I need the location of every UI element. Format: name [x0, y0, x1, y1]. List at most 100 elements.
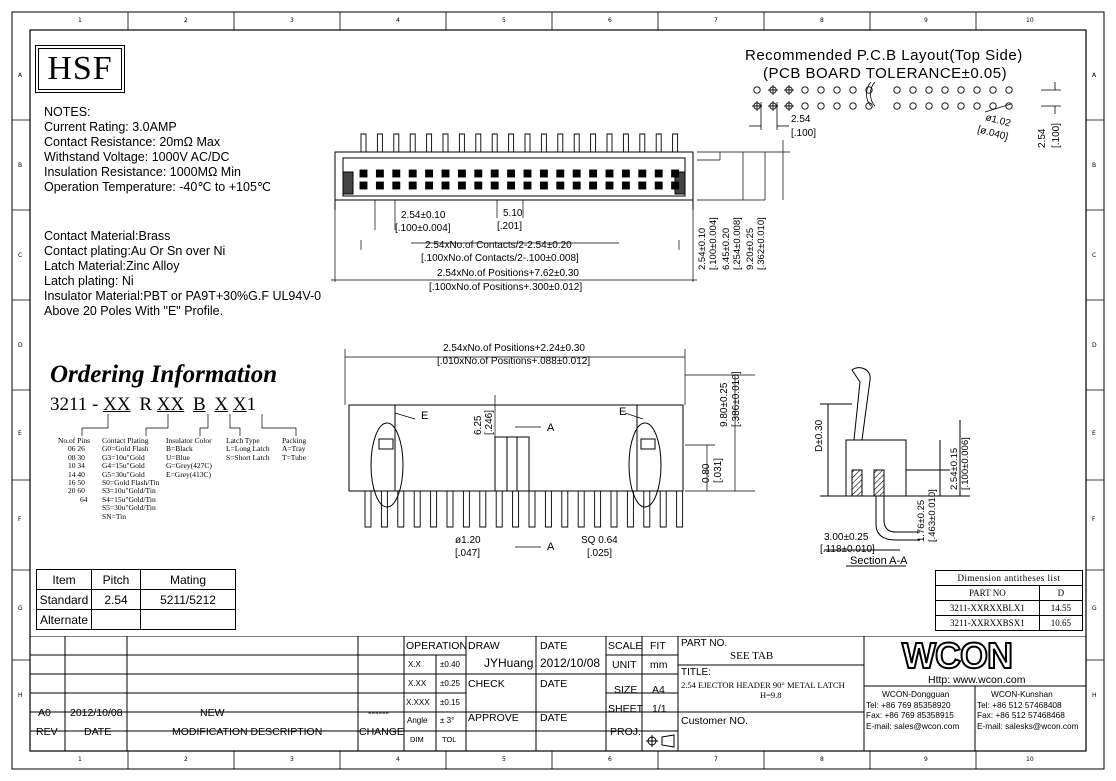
- ruler-label: B: [18, 162, 23, 169]
- contact-line: WCON-Kunshan: [991, 689, 1053, 699]
- dimension-label: [.201]: [497, 221, 522, 232]
- ruler-label: 1: [78, 17, 82, 24]
- contact-square: [671, 181, 680, 190]
- pin-leg: [512, 491, 520, 528]
- dimension-label: 9.80±0.25: [719, 382, 730, 427]
- contact-line: Tel: +86 512 57468408: [977, 699, 1062, 710]
- packing-column: Packing A=Tray T=Tube: [282, 436, 306, 462]
- contact-square: [589, 169, 598, 178]
- ruler-label: 7: [714, 756, 718, 763]
- table-header: Pitch: [91, 569, 141, 590]
- dimension-label: 5.10: [503, 208, 523, 219]
- dimension-label: 2.54±0.10: [401, 210, 446, 221]
- pin-leg: [479, 491, 487, 528]
- pin-tail: [458, 133, 465, 152]
- date-value: 2012/10/08: [540, 656, 601, 670]
- contact-square: [572, 169, 581, 178]
- code-part: B: [192, 394, 206, 415]
- pin-tail: [475, 133, 482, 152]
- ruler-label: G: [1092, 605, 1097, 612]
- pin-tail: [409, 133, 416, 152]
- callout-label: E: [619, 406, 626, 418]
- contact-square: [408, 181, 417, 190]
- option: 08 30: [68, 452, 85, 462]
- contact-square: [408, 169, 417, 178]
- contact-square: [457, 169, 466, 178]
- contact-square: [605, 181, 614, 190]
- contact-square: [523, 181, 532, 190]
- ruler-label: A: [18, 72, 23, 79]
- contact-square: [539, 169, 548, 178]
- ruler-label: F: [1092, 516, 1096, 523]
- proj-label: PROJ.: [610, 726, 641, 738]
- rev-header: CHANGE: [359, 726, 404, 738]
- ruler-label: F: [18, 516, 22, 523]
- tol-cell: Angle: [407, 716, 428, 725]
- contact-line[interactable]: E-mail: sales@wcon.com: [866, 720, 960, 731]
- table-title: Dimension antitheses list: [935, 570, 1083, 586]
- ruler-label: A: [1092, 72, 1097, 79]
- table-cell: Alternate: [36, 609, 92, 630]
- dimension-label: [.025]: [587, 548, 612, 559]
- table-cell: 5211/5212: [140, 589, 236, 610]
- option: 64: [80, 494, 88, 504]
- material-line: Contact plating:Au Or Sn over Ni: [44, 244, 226, 258]
- company-logo: HSF: [35, 45, 125, 93]
- dimension-label: 2.54xNo.of Positions+2.24±0.30: [443, 343, 585, 354]
- unit-label: UNIT: [612, 659, 637, 671]
- pcb-hole: [957, 102, 965, 110]
- contact-square: [556, 169, 565, 178]
- pin-tail: [622, 133, 629, 152]
- scale-value: FIT: [650, 640, 666, 652]
- pcb-layout-drawing: 2.54 [.100] ø1.02 [ø.040] 2.54 [.100]: [749, 82, 1062, 148]
- ruler-label: B: [1092, 162, 1097, 169]
- tol-cell: X.XX: [408, 679, 427, 688]
- rev-header: DATE: [84, 726, 112, 738]
- pcb-hole: [817, 102, 825, 110]
- dimension-label: 6.25: [473, 415, 484, 435]
- pin-tail: [491, 133, 498, 152]
- ruler-label: G: [18, 605, 23, 612]
- section-label: Section A-A: [850, 555, 908, 567]
- contact-square: [359, 181, 368, 190]
- color-column: Insulator Color B=Black U=Blue G=Grey(42…: [166, 436, 212, 479]
- pcb-hole: [973, 86, 981, 94]
- contact-square: [490, 169, 499, 178]
- date-label: DATE: [540, 712, 568, 724]
- dimension-label: [.118±0.010]: [820, 544, 875, 555]
- pcb-dim: [.100]: [1051, 123, 1062, 148]
- contact-line[interactable]: E-mail: salesks@wcon.com: [977, 720, 1079, 731]
- code-part: 1: [246, 394, 257, 415]
- pcb-hole: [925, 86, 933, 94]
- ordering-code: 3211 - XX R XX B X X1: [50, 394, 256, 416]
- dimension-label: 1.76±0.25: [916, 500, 927, 542]
- contact-square: [392, 181, 401, 190]
- pin-tail: [360, 133, 367, 152]
- top-view-drawing: 2.54±0.10 [.100±0.004] 5.10 [.201] 2.54x…: [331, 133, 790, 293]
- dimension-label: D±0.30: [814, 419, 825, 452]
- pcb-hole: [973, 102, 981, 110]
- ruler-label: D: [18, 342, 23, 349]
- option: S=Short Latch: [226, 452, 270, 462]
- option: G0=Gold Flash: [102, 444, 149, 454]
- table-header: PART NO: [935, 585, 1040, 601]
- contact-square: [359, 169, 368, 178]
- pcb-dim: 2.54: [1037, 128, 1048, 148]
- plating-column: Contact Plating G0=Gold Flash G3=10u"Gol…: [102, 436, 160, 521]
- contact-square: [457, 181, 466, 190]
- notes-heading: NOTES:: [44, 105, 91, 119]
- tol-cell: ± 3°: [440, 716, 455, 725]
- contact-square: [621, 181, 630, 190]
- pin-tail: [426, 133, 433, 152]
- size-label: SIZE: [614, 684, 638, 696]
- website-link[interactable]: Http: www.wcon.com: [928, 674, 1026, 686]
- pin-leg: [544, 491, 552, 528]
- ruler-label: 3: [290, 756, 294, 763]
- pin-leg: [430, 491, 438, 528]
- brand-logo: WCON: [901, 635, 1014, 676]
- pin-leg: [659, 491, 667, 528]
- code-part: R: [139, 394, 153, 415]
- pcb-hole: [893, 102, 901, 110]
- ruler-label: 4: [396, 756, 400, 763]
- pcb-hole: [941, 102, 949, 110]
